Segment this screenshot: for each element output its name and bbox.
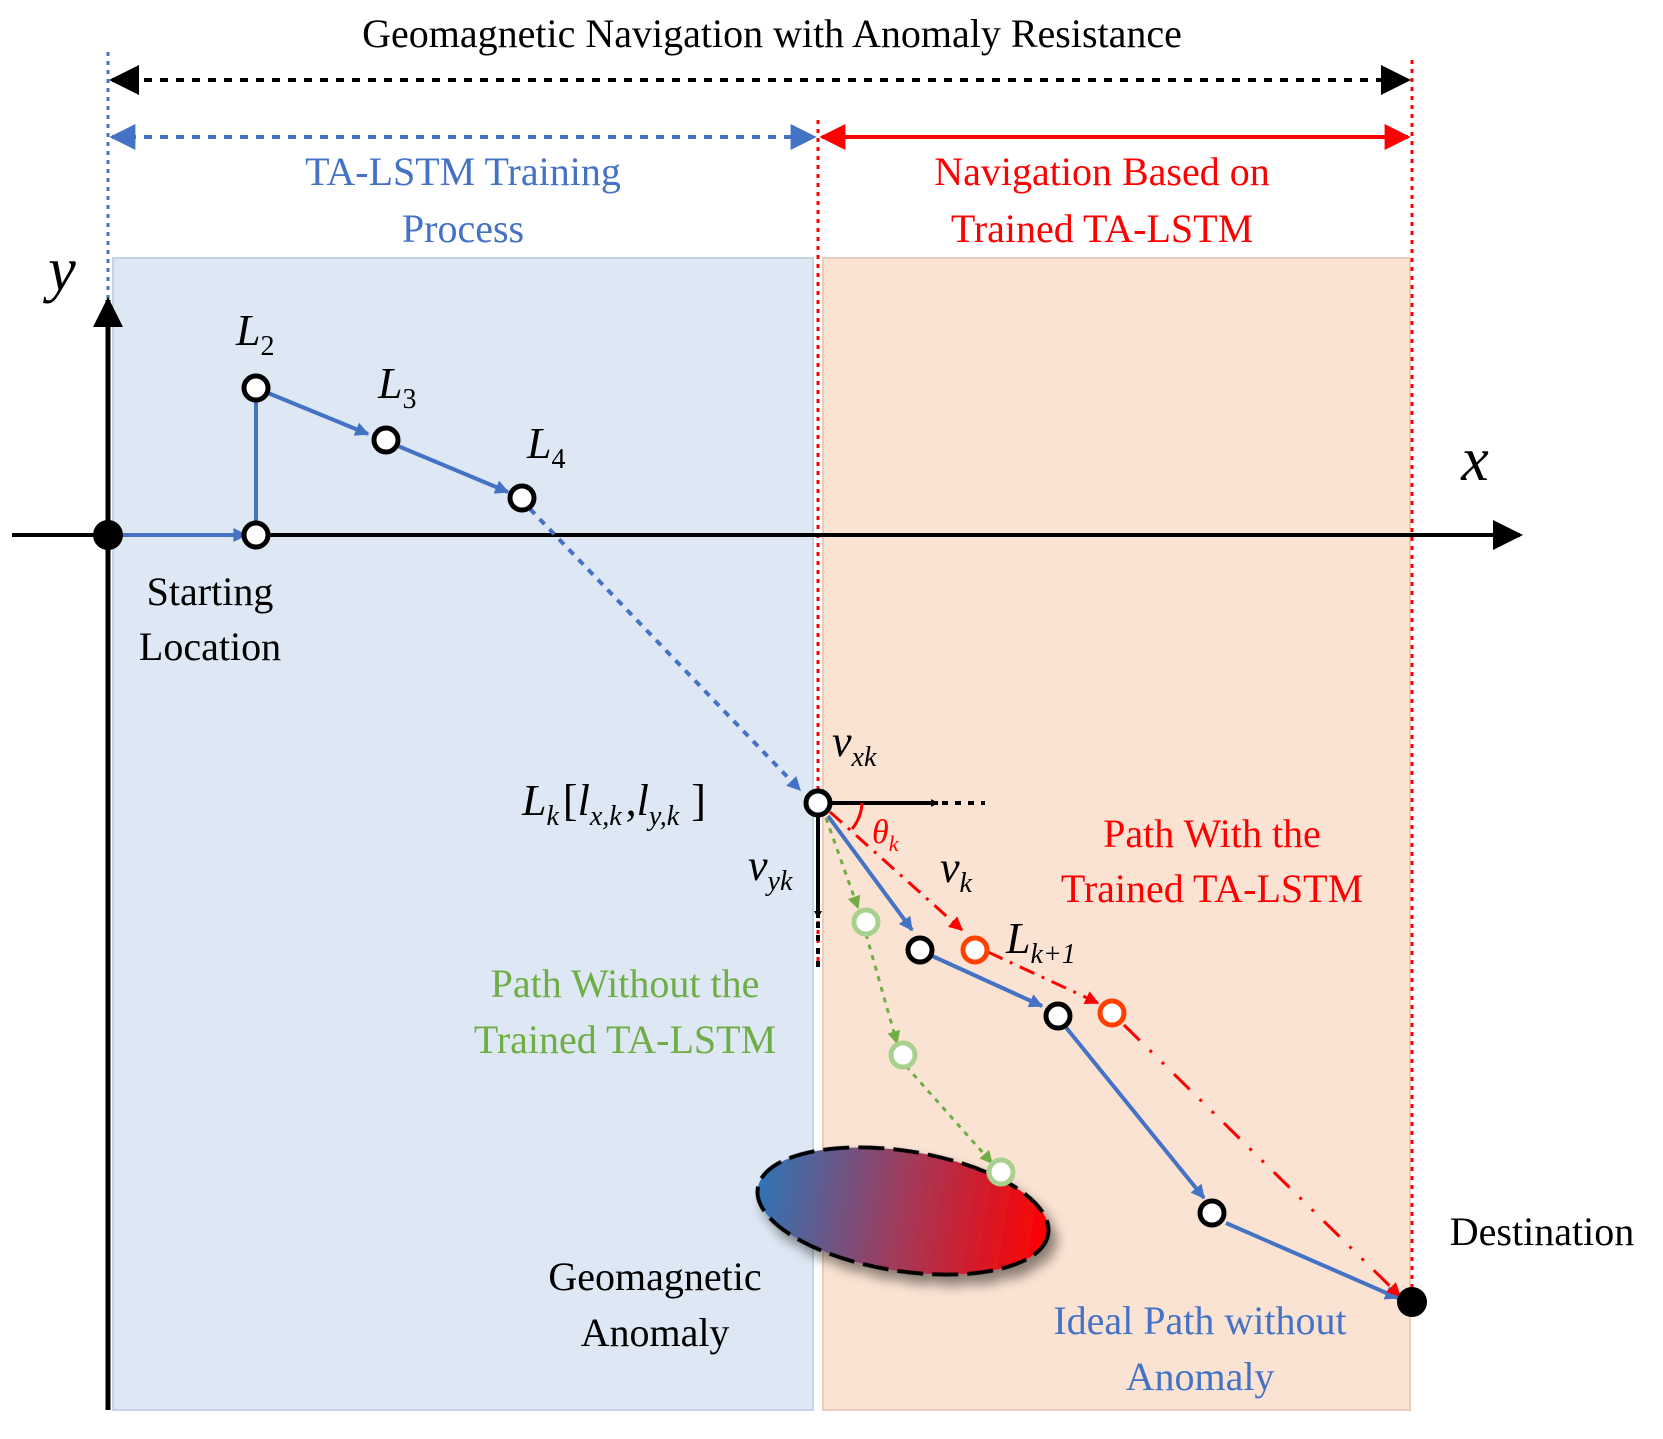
label-L3: L3 — [377, 359, 416, 415]
untrained-path-seg1 — [824, 817, 861, 910]
anomaly-label: Geomagnetic — [548, 1254, 761, 1299]
label-L2: L2 — [235, 306, 274, 362]
label-Lk1: Lk+1 — [1005, 914, 1076, 970]
trained-path-seg1 — [829, 810, 964, 932]
navigation-phase-label-2: Trained TA-LSTM — [951, 206, 1253, 251]
label-Lk-coordinates: Lk[lx,k,ly,k] — [521, 776, 706, 832]
navigation-phase-label: Navigation Based on — [934, 149, 1270, 194]
ideal-path-label: Ideal Path without — [1053, 1298, 1346, 1343]
x-axis-label: x — [1460, 426, 1489, 494]
diagram-title: Geomagnetic Navigation with Anomaly Resi… — [362, 11, 1182, 56]
label-vyk: vyk — [748, 841, 793, 897]
start-location-label: Starting — [147, 569, 274, 614]
theta-angle-arc — [850, 802, 864, 830]
training-phase-label: TA-LSTM Training — [305, 149, 621, 194]
path-with-label: Path With the — [1103, 811, 1321, 856]
label-L4: L4 — [526, 419, 565, 475]
path-L4-to-Lk — [528, 507, 802, 792]
node-untrained-2 — [888, 1040, 918, 1070]
label-vxk: vxk — [832, 717, 877, 773]
node-L4 — [507, 483, 537, 513]
ideal-path-label-2: Anomaly — [1126, 1354, 1275, 1399]
node-trained-1 — [960, 935, 990, 965]
trained-path-seg2 — [987, 950, 1100, 1005]
training-phase-label-2: Process — [402, 206, 524, 251]
path-without-label-2: Trained TA-LSTM — [474, 1017, 776, 1062]
label-theta-k: θk — [872, 814, 900, 856]
ideal-path-seg2 — [929, 953, 1044, 1008]
node-untrained-3 — [986, 1157, 1016, 1187]
trained-path-seg3 — [1122, 1023, 1402, 1298]
path-without-label: Path Without the — [491, 961, 760, 1006]
node-ideal-1 — [905, 935, 935, 965]
node-Lk — [803, 788, 833, 818]
node-Lk1 — [1043, 1001, 1073, 1031]
node-ideal-3 — [1197, 1198, 1227, 1228]
ideal-path-seg3 — [1062, 1023, 1206, 1200]
node-L2 — [241, 373, 271, 403]
path-with-label-2: Trained TA-LSTM — [1061, 866, 1363, 911]
ideal-path-seg4 — [1225, 1221, 1400, 1300]
path-L3-to-L4 — [397, 444, 510, 494]
untrained-path-seg2 — [864, 933, 901, 1045]
geomagnetic-anomaly-ellipse — [755, 1145, 1051, 1277]
node-untrained-1 — [851, 907, 881, 937]
destination-point — [1397, 1287, 1427, 1317]
destination-label: Destination — [1450, 1209, 1634, 1254]
label-vk: vk — [940, 843, 973, 899]
start-location-label-2: Location — [139, 624, 281, 669]
ideal-path-seg1 — [826, 814, 914, 932]
anomaly-label-2: Anomaly — [581, 1310, 730, 1355]
start-point — [93, 520, 123, 550]
path-L2-to-L3 — [267, 391, 370, 436]
training-region — [112, 257, 814, 1411]
node-L3 — [371, 425, 401, 455]
y-axis-label: y — [42, 236, 76, 304]
node-p1 — [241, 520, 271, 550]
node-trained-2 — [1097, 998, 1127, 1028]
